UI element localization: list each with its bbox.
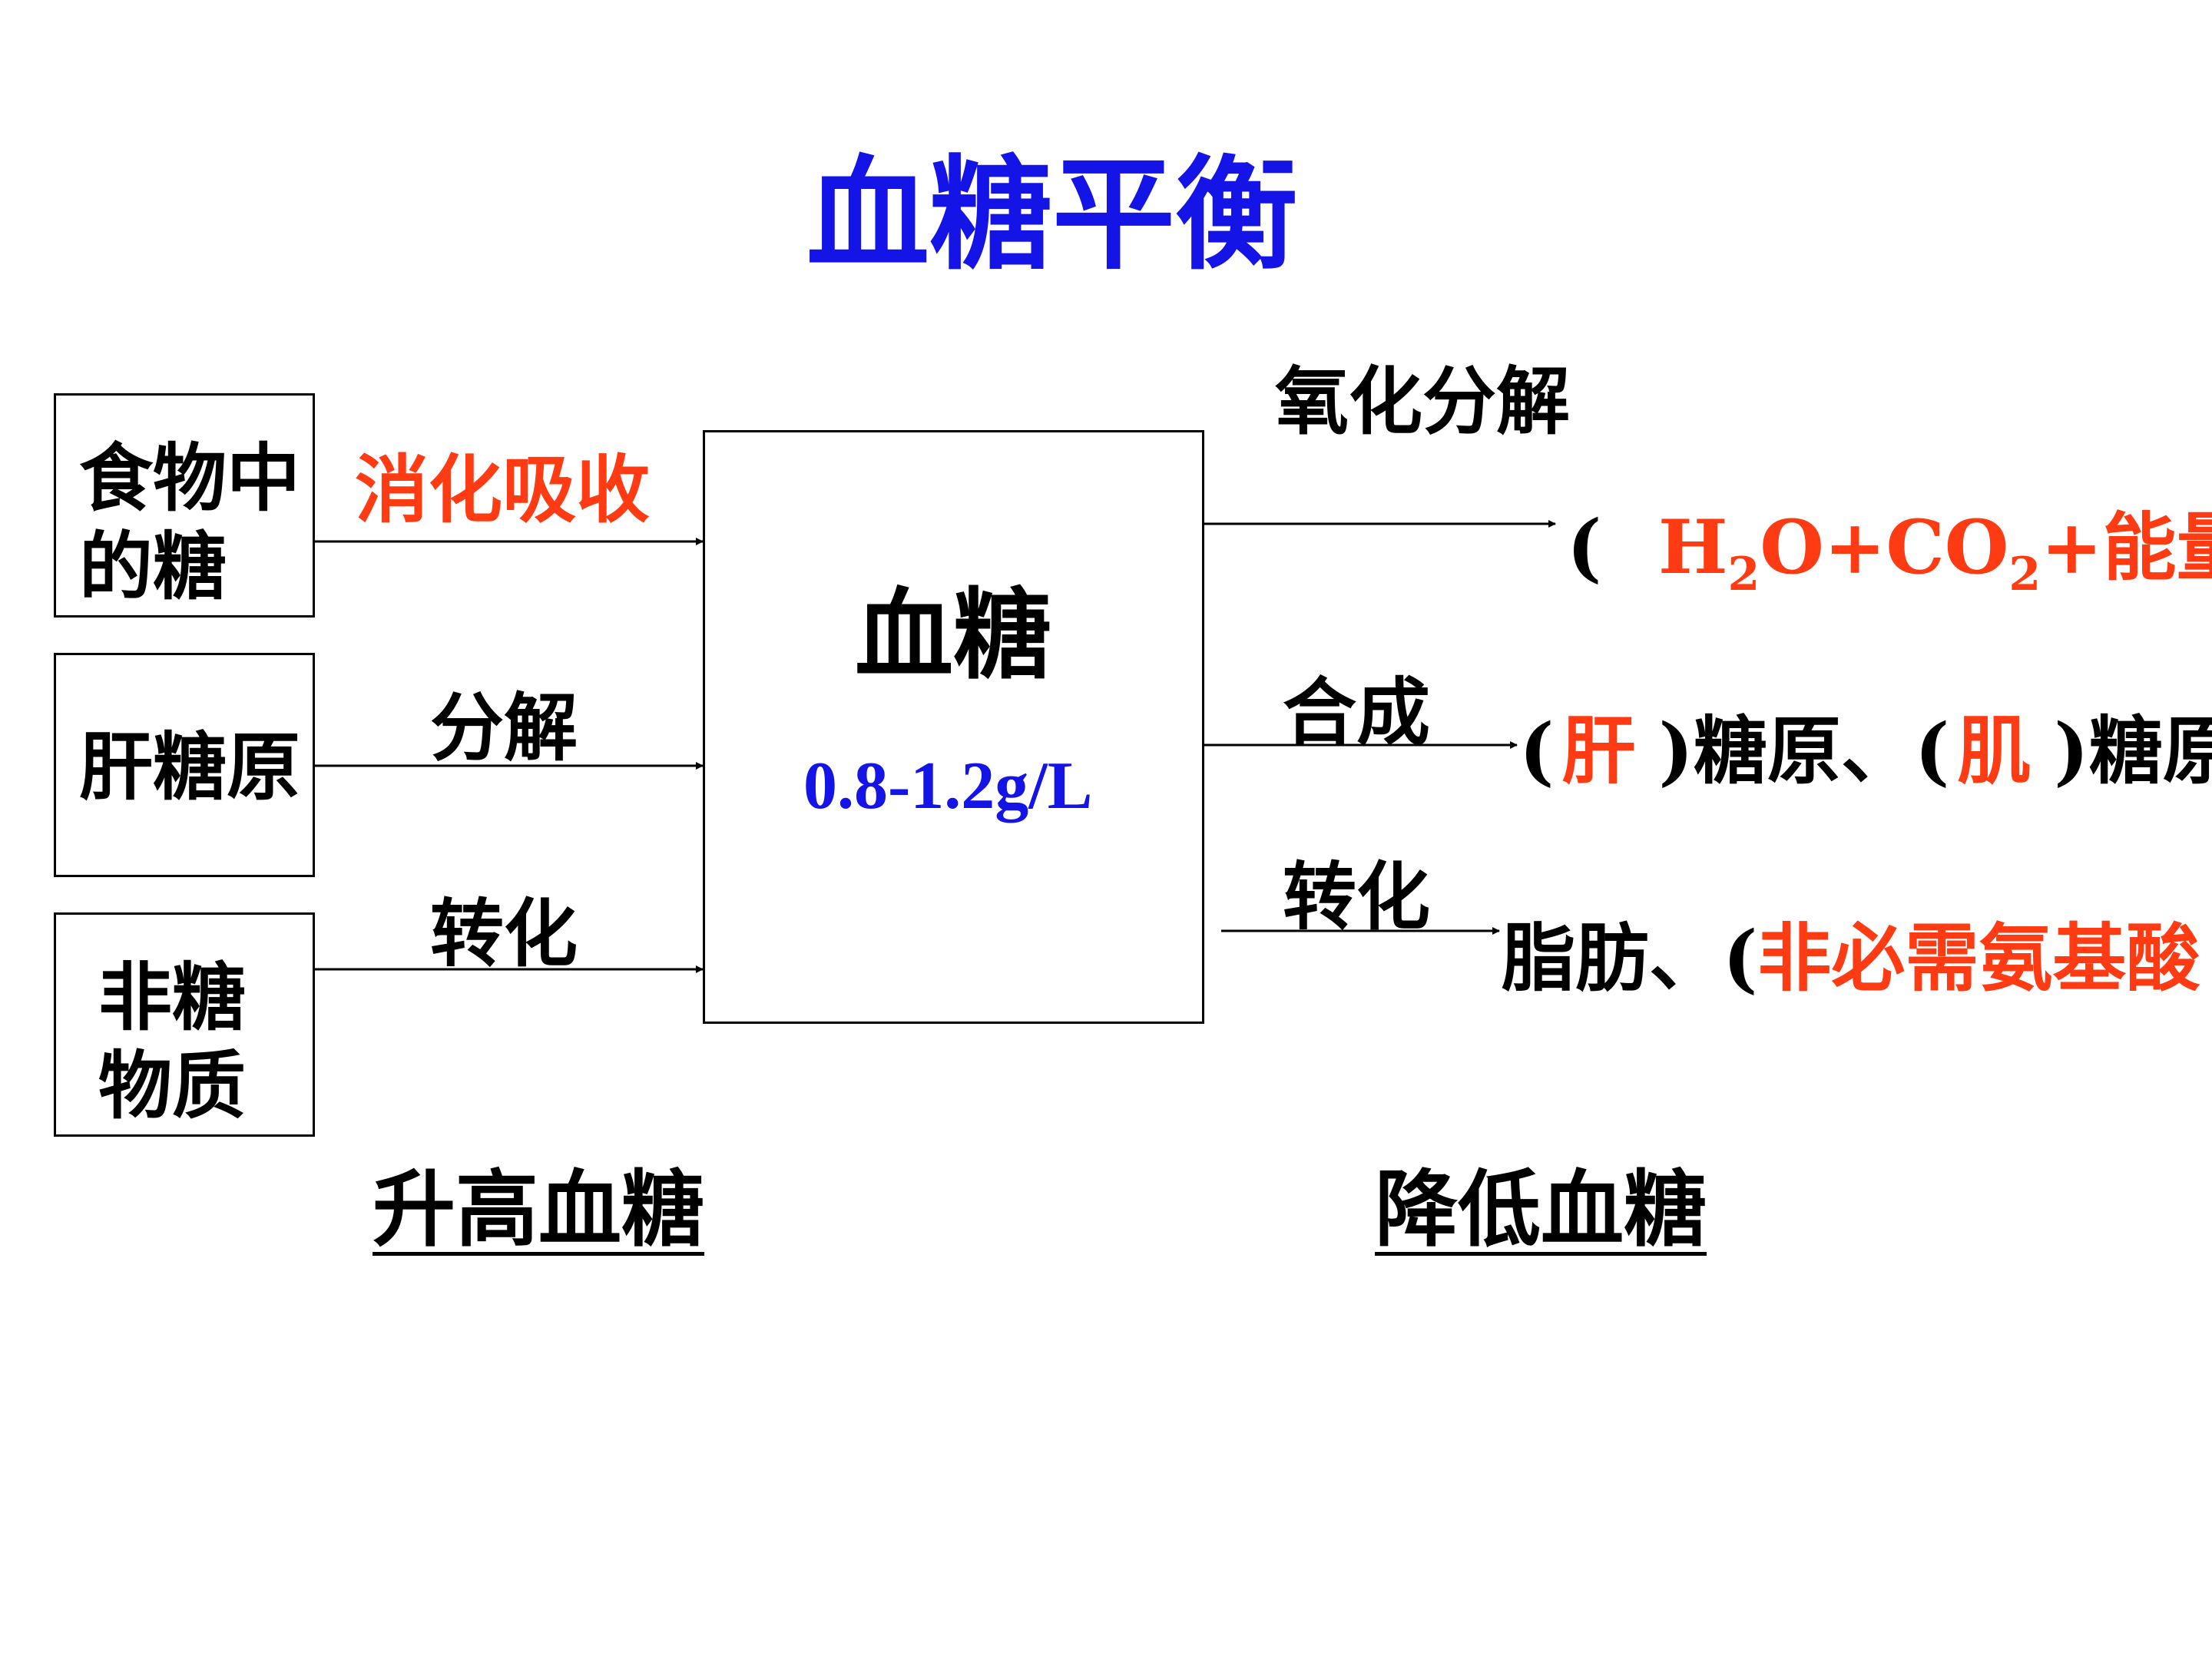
- paren-open: (: [1567, 504, 1602, 591]
- blood-sugar-range: 0.8-1.2g/L: [803, 749, 1093, 823]
- label-digest-absorb: 消化吸收: [355, 446, 650, 533]
- footer-lower-blood-sugar: 降低血糖: [1375, 1161, 1707, 1258]
- label-synthesize: 合成: [1283, 669, 1430, 756]
- blood-sugar-box: 血糖 0.8-1.2g/L: [703, 430, 1204, 1024]
- source-food-label: 食物中的糖: [79, 435, 300, 610]
- source-box-non-sugar: 非糖物质: [54, 912, 315, 1137]
- source-non-sugar-label: 非糖物质: [98, 954, 246, 1129]
- label-oxidize-decompose: 氧化分解: [1275, 358, 1570, 445]
- formula-o-co: O+CO: [1760, 504, 2009, 591]
- footer-raise-blood-sugar: 升高血糖: [373, 1161, 705, 1258]
- glycogen-text-2: )糖原: [2054, 707, 2212, 794]
- liver-glycogen-answer: 肝: [1561, 707, 1636, 794]
- glycogen-text-1: )糖原、(: [1658, 707, 1950, 794]
- blood-sugar-label: 血糖: [855, 578, 1052, 693]
- formula-co-subscript: 2: [2008, 548, 2041, 601]
- source-box-food: 食物中的糖: [54, 393, 315, 618]
- formula-energy: +能量: [2041, 504, 2212, 591]
- label-convert-in: 转化: [430, 890, 578, 977]
- output-fat-amino: 脂肪、(非必需氨基酸): [1502, 899, 2212, 1005]
- source-box-liver-glycogen: 肝糖原: [54, 653, 315, 877]
- output-glycogen: (肝 )糖原、(肌 )糖原: [1519, 691, 2212, 798]
- label-decompose: 分解: [430, 684, 578, 771]
- formula-h-subscript: 2: [1727, 548, 1760, 601]
- fat-text: 脂肪、(: [1502, 915, 1758, 1002]
- amino-acid-answer: 非必需氨基酸: [1757, 915, 2200, 1002]
- label-convert-out: 转化: [1283, 853, 1430, 940]
- source-liver-glycogen-label: 肝糖原: [79, 724, 300, 810]
- muscle-glycogen-answer: 肌: [1957, 707, 2032, 794]
- paren-open-liver: (: [1519, 707, 1555, 794]
- output-oxidation-products: ( H2O+CO2+能量): [1567, 488, 2212, 601]
- formula-h: H: [1657, 504, 1728, 591]
- page-title: 血糖平衡: [806, 142, 1299, 286]
